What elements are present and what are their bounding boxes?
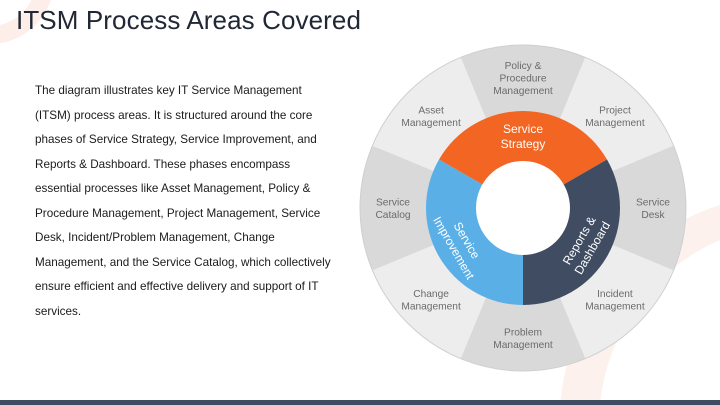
process-area-label: Management bbox=[585, 302, 645, 313]
description-text: The diagram illustrates key IT Service M… bbox=[35, 84, 331, 318]
svg-text:Service: Service bbox=[503, 122, 543, 136]
process-area-label: Incident bbox=[597, 289, 633, 300]
process-area-label: Management bbox=[493, 86, 553, 97]
bottom-bar bbox=[0, 400, 720, 405]
process-area-label: Asset bbox=[418, 105, 444, 116]
process-area-label: Problem bbox=[504, 327, 542, 338]
page-title: ITSM Process Areas Covered bbox=[16, 5, 362, 35]
process-area-label: Procedure bbox=[499, 74, 546, 85]
process-area-label: Management bbox=[493, 340, 553, 351]
process-area-label: Management bbox=[401, 118, 461, 129]
process-area-label: Management bbox=[585, 118, 645, 129]
process-area-label: Service bbox=[636, 197, 670, 208]
core-phase-segment bbox=[438, 111, 608, 208]
process-area-label: Desk bbox=[641, 210, 665, 221]
process-area-label: Policy & bbox=[505, 61, 542, 72]
process-area-label: Service bbox=[376, 197, 410, 208]
process-area-label: Catalog bbox=[375, 210, 410, 221]
center-hole bbox=[476, 161, 570, 255]
process-area-label: Change bbox=[413, 289, 449, 300]
svg-text:Strategy: Strategy bbox=[501, 137, 546, 151]
process-area-label: Management bbox=[401, 302, 461, 313]
process-area-label: Project bbox=[599, 105, 631, 116]
